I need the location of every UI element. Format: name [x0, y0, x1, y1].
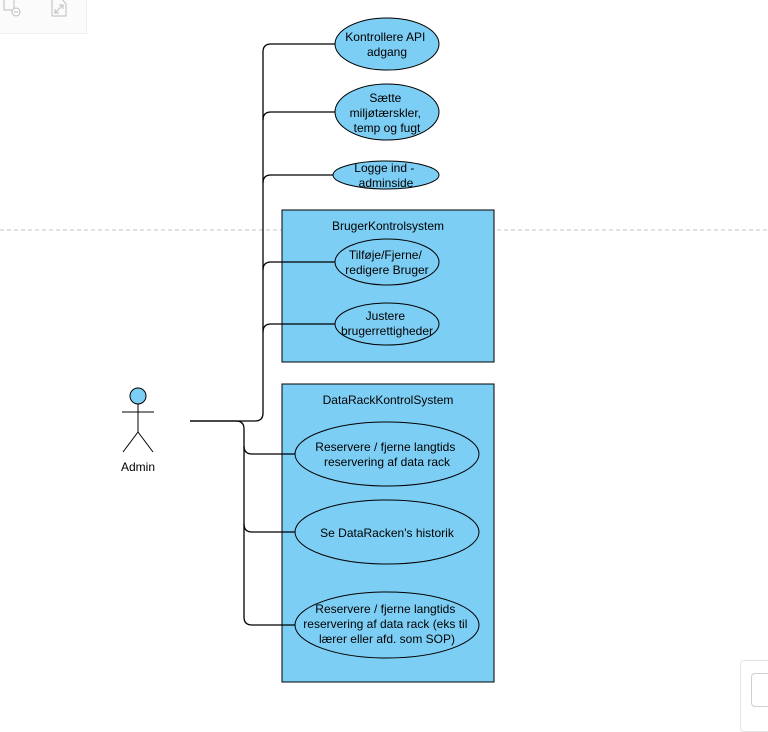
svg-text:Reservere / fjerne langtids: Reservere / fjerne langtids reservering … [315, 440, 458, 469]
association-reservere-2 [243, 524, 296, 626]
association-lines [190, 43, 336, 626]
association-tilfoeje-bruger [262, 261, 336, 271]
use-case-label-line: adminside [359, 176, 414, 190]
use-case-label-line: reservering af data rack [324, 455, 451, 469]
toolbox [0, 0, 87, 34]
association-reservere-1 [190, 420, 296, 455]
use-case-label-line: adgang [367, 45, 407, 59]
shape-tool-icon[interactable] [2, 0, 28, 22]
use-case-label-line: Reservere / fjerne langtids [315, 602, 455, 616]
svg-text:Tilføje/Fjerne/ redigere: Tilføje/Fjerne/ redigere Bruger [345, 248, 428, 277]
association-logge-ind [262, 174, 333, 184]
zoom-control[interactable] [740, 660, 768, 732]
actor-admin[interactable]: Admin [121, 387, 155, 474]
system-title-bruger: BrugerKontrolsystem [332, 219, 444, 233]
use-case-tilfoeje-bruger[interactable]: Tilføje/Fjerne/ redigere Bruger [334, 238, 440, 286]
zoom-control-icon[interactable] [751, 673, 768, 707]
use-case-label-line: brugerrettigheder [341, 324, 433, 338]
association-justere-rettigheder [262, 323, 336, 333]
use-case-label-line: Reservere / fjerne langtids [315, 440, 455, 454]
system-title-datarack: DataRackKontrolSystem [323, 393, 454, 407]
actor-label: Admin [121, 460, 155, 474]
actor-head [129, 387, 147, 405]
use-case-justere-rettigheder[interactable]: Justere brugerrettigheder [334, 302, 440, 346]
association-saette-miljo [262, 111, 336, 121]
use-case-label-line: Sætte [369, 91, 401, 105]
use-case-se-historik[interactable]: Se DataRacken's historik [294, 499, 480, 565]
expand-icon[interactable] [48, 0, 74, 22]
actor-body [122, 404, 154, 453]
svg-text:Logge ind - adminside: Logge ind - adminside [354, 161, 417, 190]
use-case-kontrollere-api[interactable]: Kontrollere API adgang [334, 17, 440, 71]
use-case-reservere-2[interactable]: Reservere / fjerne langtids reservering … [294, 591, 480, 659]
use-case-label-line: lærer eller afd. som SOP) [319, 632, 455, 646]
svg-text:Sætte miljøtærskler,: Sætte miljøtærskler, temp og fugt [350, 91, 425, 135]
svg-text:Kontrollere API adgang: Kontrollere API adgang [345, 30, 428, 59]
use-case-label-line: miljøtærskler, [350, 106, 421, 120]
use-case-label-line: redigere Bruger [345, 263, 428, 277]
use-case-label-line: reservering af data rack (eks til [303, 617, 467, 631]
use-case-label-line: Kontrollere API [345, 30, 425, 44]
use-case-logge-ind[interactable]: Logge ind - adminside [332, 160, 440, 190]
svg-text:Justere brugerrettighede: Justere brugerrettigheder [341, 309, 433, 338]
use-case-label-line: Se DataRacken's historik [320, 526, 455, 540]
association-kontrollere-api [190, 43, 336, 422]
svg-text:Reservere / fjerne langtids: Reservere / fjerne langtids reservering … [303, 602, 470, 646]
use-case-saette-miljo[interactable]: Sætte miljøtærskler, temp og fugt [334, 83, 440, 141]
use-case-label-line: Justere [366, 309, 406, 323]
svg-text:Se DataRacken's historik: Se DataRacken's historik [320, 526, 455, 540]
use-case-label-line: Tilføje/Fjerne/ [349, 248, 423, 262]
use-case-label-line: Logge ind - [354, 161, 414, 175]
use-case-label-line: temp og fugt [354, 121, 421, 135]
use-case-reservere-1[interactable]: Reservere / fjerne langtids reservering … [294, 421, 480, 487]
